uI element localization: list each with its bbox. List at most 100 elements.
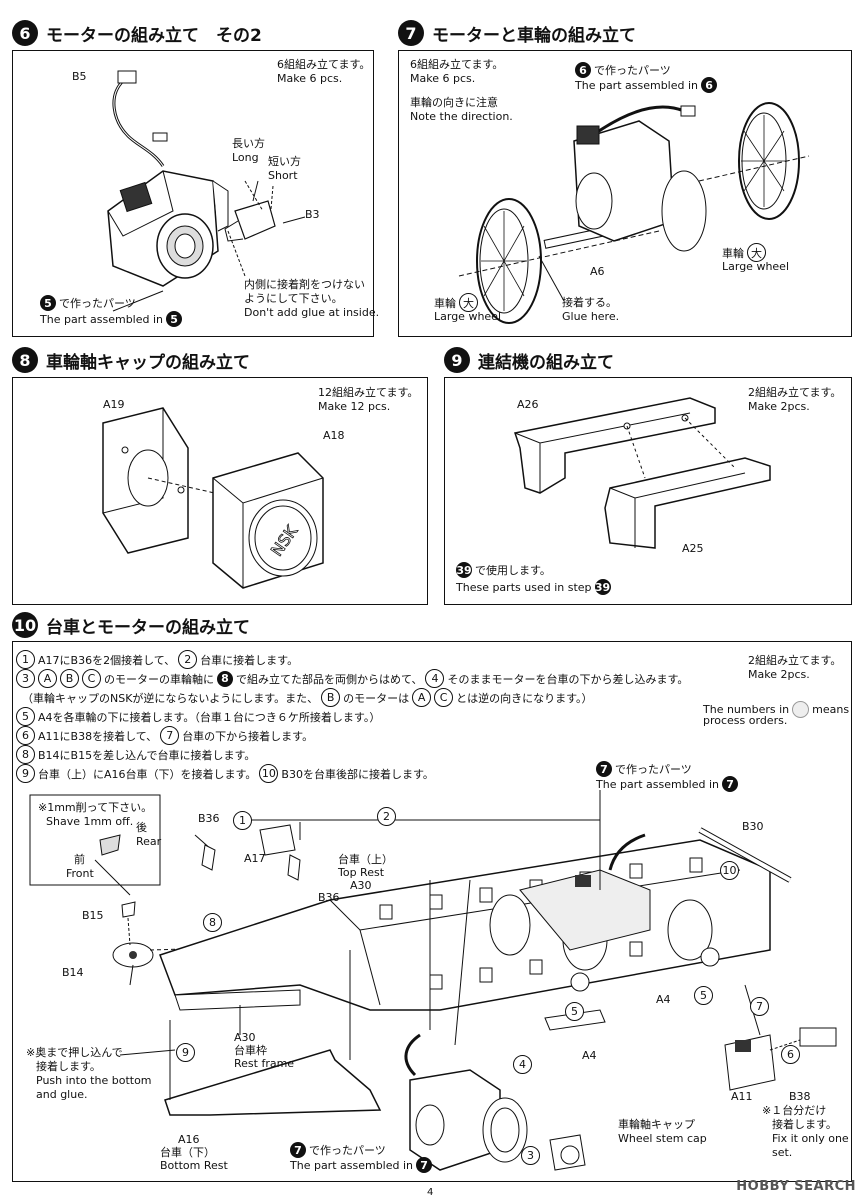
step9-panel [444,377,852,605]
instr3n-a: A [412,688,432,707]
instr3-c: C [82,669,101,688]
step10-made-bot-jp: 7 で作ったパーツ [290,1142,386,1158]
label-b30: B30 [742,820,764,833]
step8-heading: 8 車輪軸キャップの組み立て [12,347,250,373]
ref-step7-icon-bot-b: 7 [416,1157,433,1173]
instr3n-text2: のモーターは [343,691,410,705]
marker-1: 1 [233,811,252,830]
fix-jp2: 接着します。 [772,1118,837,1131]
instruction-3-note: （車輪キャップのNSKが逆にならないようにします。また、 B のモーターは A … [22,688,593,707]
instr1-num: 1 [16,650,35,669]
marker-2: 2 [377,807,396,826]
large-wheel-left-en: Large wheel [434,310,502,323]
step7-make-en: Make 6 pcs. [410,72,476,85]
step6-made-ref: 5 で作ったパーツ [40,295,136,311]
instr3-a: A [38,669,57,688]
instr6-num2: 7 [160,726,180,745]
step7-make-jp: 6組組み立てます。 [410,58,504,71]
step8-number: 8 [12,347,38,373]
large-wheel-right-en: Large wheel [722,260,790,273]
label-long-en: Long [232,151,259,164]
label-a30-b: A30 [234,1031,256,1044]
cap-jp: 車輪軸キャップ [618,1118,695,1131]
rear-en: Rear [136,835,162,848]
ref-step5-icon-b: 5 [166,311,183,327]
instr9-text: 台車（上）にA16台車（下）を接着します。 [38,767,257,781]
step10-made-bot-en: The part assembled in 7 [290,1157,433,1173]
shave-jp: ※1mm削って下さい。 [38,801,153,814]
ref-step7-icon-top-b: 7 [722,776,739,792]
made-top-jp: で作ったパーツ [615,763,692,776]
large-wheel-right-word: 車輪 [722,246,744,260]
label-a17: A17 [244,852,266,865]
step6-make-en: Make 6 pcs. [277,72,343,85]
rear-jp: 後 [136,821,147,834]
step10-make-en: Make 2pcs. [748,668,810,681]
rest-frame-en: Rest frame [234,1057,295,1070]
instr1-text2: 台車に接着します。 [200,653,299,667]
large-mark-right: 大 [747,243,766,262]
ref-step39-icon: 39 [456,562,472,578]
label-a19: A19 [103,398,125,411]
ref-step7-icon-top: 7 [596,761,612,777]
label-a30-a: A30 [350,879,372,892]
instruction-9: 9 台車（上）にA16台車（下）を接着します。 10 B30を台車後部に接着しま… [16,764,434,783]
fix-jp: ※１台分だけ [762,1104,827,1117]
label-b15: B15 [82,909,104,922]
instr1-num2: 2 [178,650,198,669]
step7-made-ref: 6 で作ったパーツ [575,62,671,78]
step7-glue-jp: 接着する。 [562,296,617,309]
bottom-rest-en: Bottom Rest [160,1159,228,1172]
marker-7: 7 [750,997,769,1016]
step9-title: 連結機の組み立て [478,352,614,373]
step6-make-jp: 6組組み立てます。 [277,58,371,71]
instruction-6: 6 A11にB38を接着して、 7 台車の下から接着します。 [16,726,313,745]
instr5-text: A4を各車輪の下に接着します。（台車１台につき６ケ所接着します。） [38,710,381,724]
instr9-num: 9 [16,764,35,783]
numbers-note-en2: means [812,703,850,716]
made-bot-jp: で作ったパーツ [309,1144,386,1157]
step10-made-top-jp: 7 で作ったパーツ [596,761,692,777]
step7-number: 7 [398,20,424,46]
step6-made-en-row: The part assembled in 5 [40,311,183,327]
instr3-text3: そのままモーターを台車の下から差し込みます。 [447,672,689,686]
step6-drawing [107,70,306,312]
instr3-text2: で組み立てた部品を両側からはめて、 [236,672,423,686]
marker-5a: 5 [694,986,713,1005]
step7-panel [398,50,852,337]
step6-heading: 6 モーターの組み立て その2 [12,20,262,46]
step7-heading: 7 モーターと車輪の組み立て [398,20,636,46]
label-a16: A16 [178,1133,200,1146]
instr9-text2: B30を台車後部に接着します。 [281,767,434,781]
label-b36-b: B36 [318,891,340,904]
cap-en: Wheel stem cap [618,1132,707,1145]
push-jp1: ※奥まで押し込んで [26,1046,123,1059]
instr3-b: B [60,669,79,688]
circle-marker-icon [792,701,810,718]
label-short-en: Short [268,169,298,182]
step10-number: 10 [12,612,38,638]
instruction-3: 3 A B C のモーターの車輪軸に 8 で組み立てた部品を両側からはめて、 4… [16,669,688,688]
step9-used-en: These parts used in step [456,580,592,594]
instr8-text: B14にB15を差し込んで台車に接着します。 [38,748,256,762]
step9-drawing [514,397,771,549]
instruction-5: 5 A4を各車輪の下に接着します。（台車１台につき６ケ所接着します。） [16,707,380,726]
step6-glue-en: Don't add glue at inside. [244,306,380,319]
label-b5: B5 [72,70,87,83]
front-en: Front [66,867,94,880]
instr6-num: 6 [16,726,35,745]
step6-panel [12,50,374,337]
instr8-num: 8 [16,745,35,764]
ref-step39-icon-b: 39 [594,579,611,595]
large-wheel-left-word: 車輪 [434,296,456,310]
instr9-num2: 10 [259,764,279,783]
ref-step7-icon-bot: 7 [290,1142,306,1158]
label-a18: A18 [323,429,345,442]
step10-heading: 10 台車とモーターの組み立て [12,612,250,638]
step7-made-en: The part assembled in [575,78,699,92]
bottom-rest-jp: 台車（下） [160,1146,215,1159]
instr3-num: 3 [16,669,35,688]
watermark: HOBBY SEARCH [736,1179,856,1194]
step9-number: 9 [444,347,470,373]
page-number: 4 [427,1187,434,1198]
